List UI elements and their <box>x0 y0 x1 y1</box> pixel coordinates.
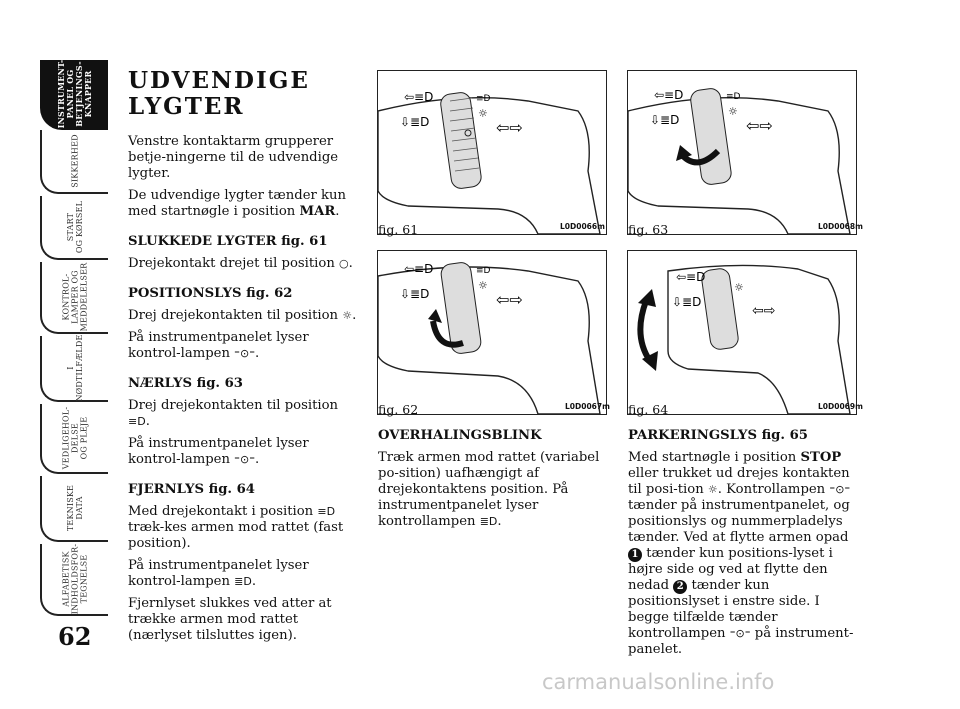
text-column-2: OVERHALINGSBLINK Træk armen mod rattet (… <box>378 428 606 536</box>
tab-warning-lights[interactable]: KONTROL- LAMPER OG MEDDELELSER <box>40 262 108 334</box>
side-light-icon: ⁼⊙⁼ <box>829 483 851 496</box>
figure-caption: fig. 62 <box>378 402 419 417</box>
flash-text: Træk armen mod rattet (variabel po-sitio… <box>378 450 600 529</box>
position-light-icon: ☼ <box>707 483 718 496</box>
position-lights-text-2: På instrumentpanelet lyser kontrol-lampe… <box>128 330 309 361</box>
svg-text:⇦≡D: ⇦≡D <box>404 262 433 276</box>
figure-caption: fig. 61 <box>378 222 419 237</box>
heading-high-beam: FJERNLYS fig. 64 <box>128 482 255 497</box>
low-beam-icon: ≡D <box>317 505 336 518</box>
svg-text:⇦⇨: ⇦⇨ <box>496 118 523 137</box>
side-light-icon: ⁼⊙⁼ <box>234 453 256 466</box>
svg-text:☼: ☼ <box>478 279 488 292</box>
high-beam-text-3: Fjernlyset slukkes ved atter at trække a… <box>128 596 332 643</box>
page-number: 62 <box>58 622 92 651</box>
svg-text:☼: ☼ <box>728 105 738 118</box>
heading-low-beam: NÆRLYS fig. 63 <box>128 376 243 391</box>
intro-paragraph: Venstre kontaktarm grupperer betje-ninge… <box>128 134 339 181</box>
svg-text:⇩≣D: ⇩≣D <box>400 287 429 301</box>
svg-text:⇩≣D: ⇩≣D <box>650 113 679 127</box>
high-beam-icon: ≣D <box>234 575 252 588</box>
intro-paragraph-2: De udvendige lygter tænder kun med start… <box>128 188 346 219</box>
tab-label: INSTRUMENT- PANEL OG BETJENINGS- KNAPPER <box>56 59 93 129</box>
circle-icon: ○ <box>339 257 349 270</box>
figure-code: L0D0066m <box>560 222 605 231</box>
figure-code: L0D0068m <box>818 222 863 231</box>
side-light-icon: ⁼⊙⁼ <box>234 347 256 360</box>
svg-text:⇦⇨: ⇦⇨ <box>746 116 773 135</box>
svg-text:⇦≡D: ⇦≡D <box>654 88 683 102</box>
parking-lights-text: Med startnøgle i position STOP eller tru… <box>628 450 854 657</box>
low-beam-icon: ≡D <box>128 415 146 428</box>
high-beam-icon: ≣D <box>479 515 498 528</box>
tab-label: ALFABETISK INDHOLDSFOR- TEGNELSE <box>61 543 89 615</box>
watermark: carmanualsonline.info <box>542 670 775 694</box>
tab-safety[interactable]: SIKKERHED <box>40 130 108 194</box>
svg-text:≡D: ≡D <box>726 92 741 102</box>
lights-off-text: Drejekontakt drejet til position ○. <box>128 256 353 271</box>
heading-flash: OVERHALINGSBLINK <box>378 428 542 443</box>
figure-61-light-stalk-off: ⇦≡D ⇩≣D ≡D ☼ ⇦⇨ <box>377 70 607 235</box>
tab-technical-data[interactable]: TEKNISKE DATA <box>40 476 108 542</box>
svg-text:≡D: ≡D <box>476 94 491 104</box>
high-beam-text: Med drejekontakt i position ≡D træk-kes … <box>128 504 344 551</box>
badge-2: 2 <box>673 580 688 594</box>
heading-parking-lights: PARKERINGSLYS fig. 65 <box>628 428 808 443</box>
tab-start-driving[interactable]: START OG KØRSEL <box>40 196 108 260</box>
tab-label: SIKKERHED <box>70 134 80 188</box>
svg-text:⇦⇨: ⇦⇨ <box>752 303 775 319</box>
badge-1: 1 <box>628 548 642 562</box>
text-column-3: PARKERINGSLYS fig. 65 Med startnøgle i p… <box>628 428 860 664</box>
figure-caption: fig. 63 <box>628 222 669 237</box>
svg-text:⇩≣D: ⇩≣D <box>672 295 701 309</box>
position-lights-text: Drej drejekontakten til position ☼. <box>128 308 357 323</box>
figure-code: L0D0069m <box>818 402 863 411</box>
position-light-icon: ☼ <box>342 309 353 322</box>
heading-position-lights: POSITIONSLYS fig. 62 <box>128 286 293 301</box>
svg-text:≡D: ≡D <box>476 266 491 276</box>
tab-label: START OG KØRSEL <box>66 200 84 254</box>
tab-label: VEDLIGEHOL- DELSE OG PLEJE <box>61 406 89 470</box>
tab-label: TEKNISKE DATA <box>66 484 84 532</box>
tab-label: KONTROL- LAMPER OG MEDDELELSER <box>61 262 89 332</box>
svg-text:☼: ☼ <box>478 107 488 120</box>
figure-62-light-stalk-position: ⇦≡D ⇩≣D ≡D ☼ ⇦⇨ <box>377 250 607 415</box>
svg-text:⇦⇨: ⇦⇨ <box>496 290 523 309</box>
heading-lights-off: SLUKKEDE LYGTER fig. 61 <box>128 234 328 249</box>
tab-instrument-panel[interactable]: INSTRUMENT- PANEL OG BETJENINGS- KNAPPER <box>40 60 108 130</box>
figure-caption: fig. 64 <box>628 402 669 417</box>
low-beam-text-2: På instrumentpanelet lyser kontrol-lampe… <box>128 436 309 467</box>
figure-63-light-stalk-low-beam: ⇦≡D ⇩≣D ≡D ☼ ⇦⇨ <box>627 70 857 235</box>
tab-emergency[interactable]: I NØDTILFÆLDE <box>40 334 108 402</box>
side-light-icon: ⁼⊙⁼ <box>729 627 751 640</box>
svg-text:⇩≣D: ⇩≣D <box>400 115 429 129</box>
high-beam-text-2: På instrumentpanelet lyser kontrol-lampe… <box>128 558 309 589</box>
tab-label: I NØDTILFÆLDE <box>66 334 84 402</box>
figure-code: L0D0067m <box>565 402 610 411</box>
figure-64-light-stalk-high-beam: ⇦≡D ⇩≣D ☼ ⇦⇨ <box>627 250 857 415</box>
svg-text:☼: ☼ <box>734 281 744 294</box>
svg-text:⇦≡D: ⇦≡D <box>676 270 705 284</box>
tab-index[interactable]: ALFABETISK INDHOLDSFOR- TEGNELSE <box>40 544 108 616</box>
low-beam-text: Drej drejekontakten til position ≡D. <box>128 398 339 429</box>
svg-text:⇦≡D: ⇦≡D <box>404 90 433 104</box>
tab-maintenance[interactable]: VEDLIGEHOL- DELSE OG PLEJE <box>40 404 108 474</box>
